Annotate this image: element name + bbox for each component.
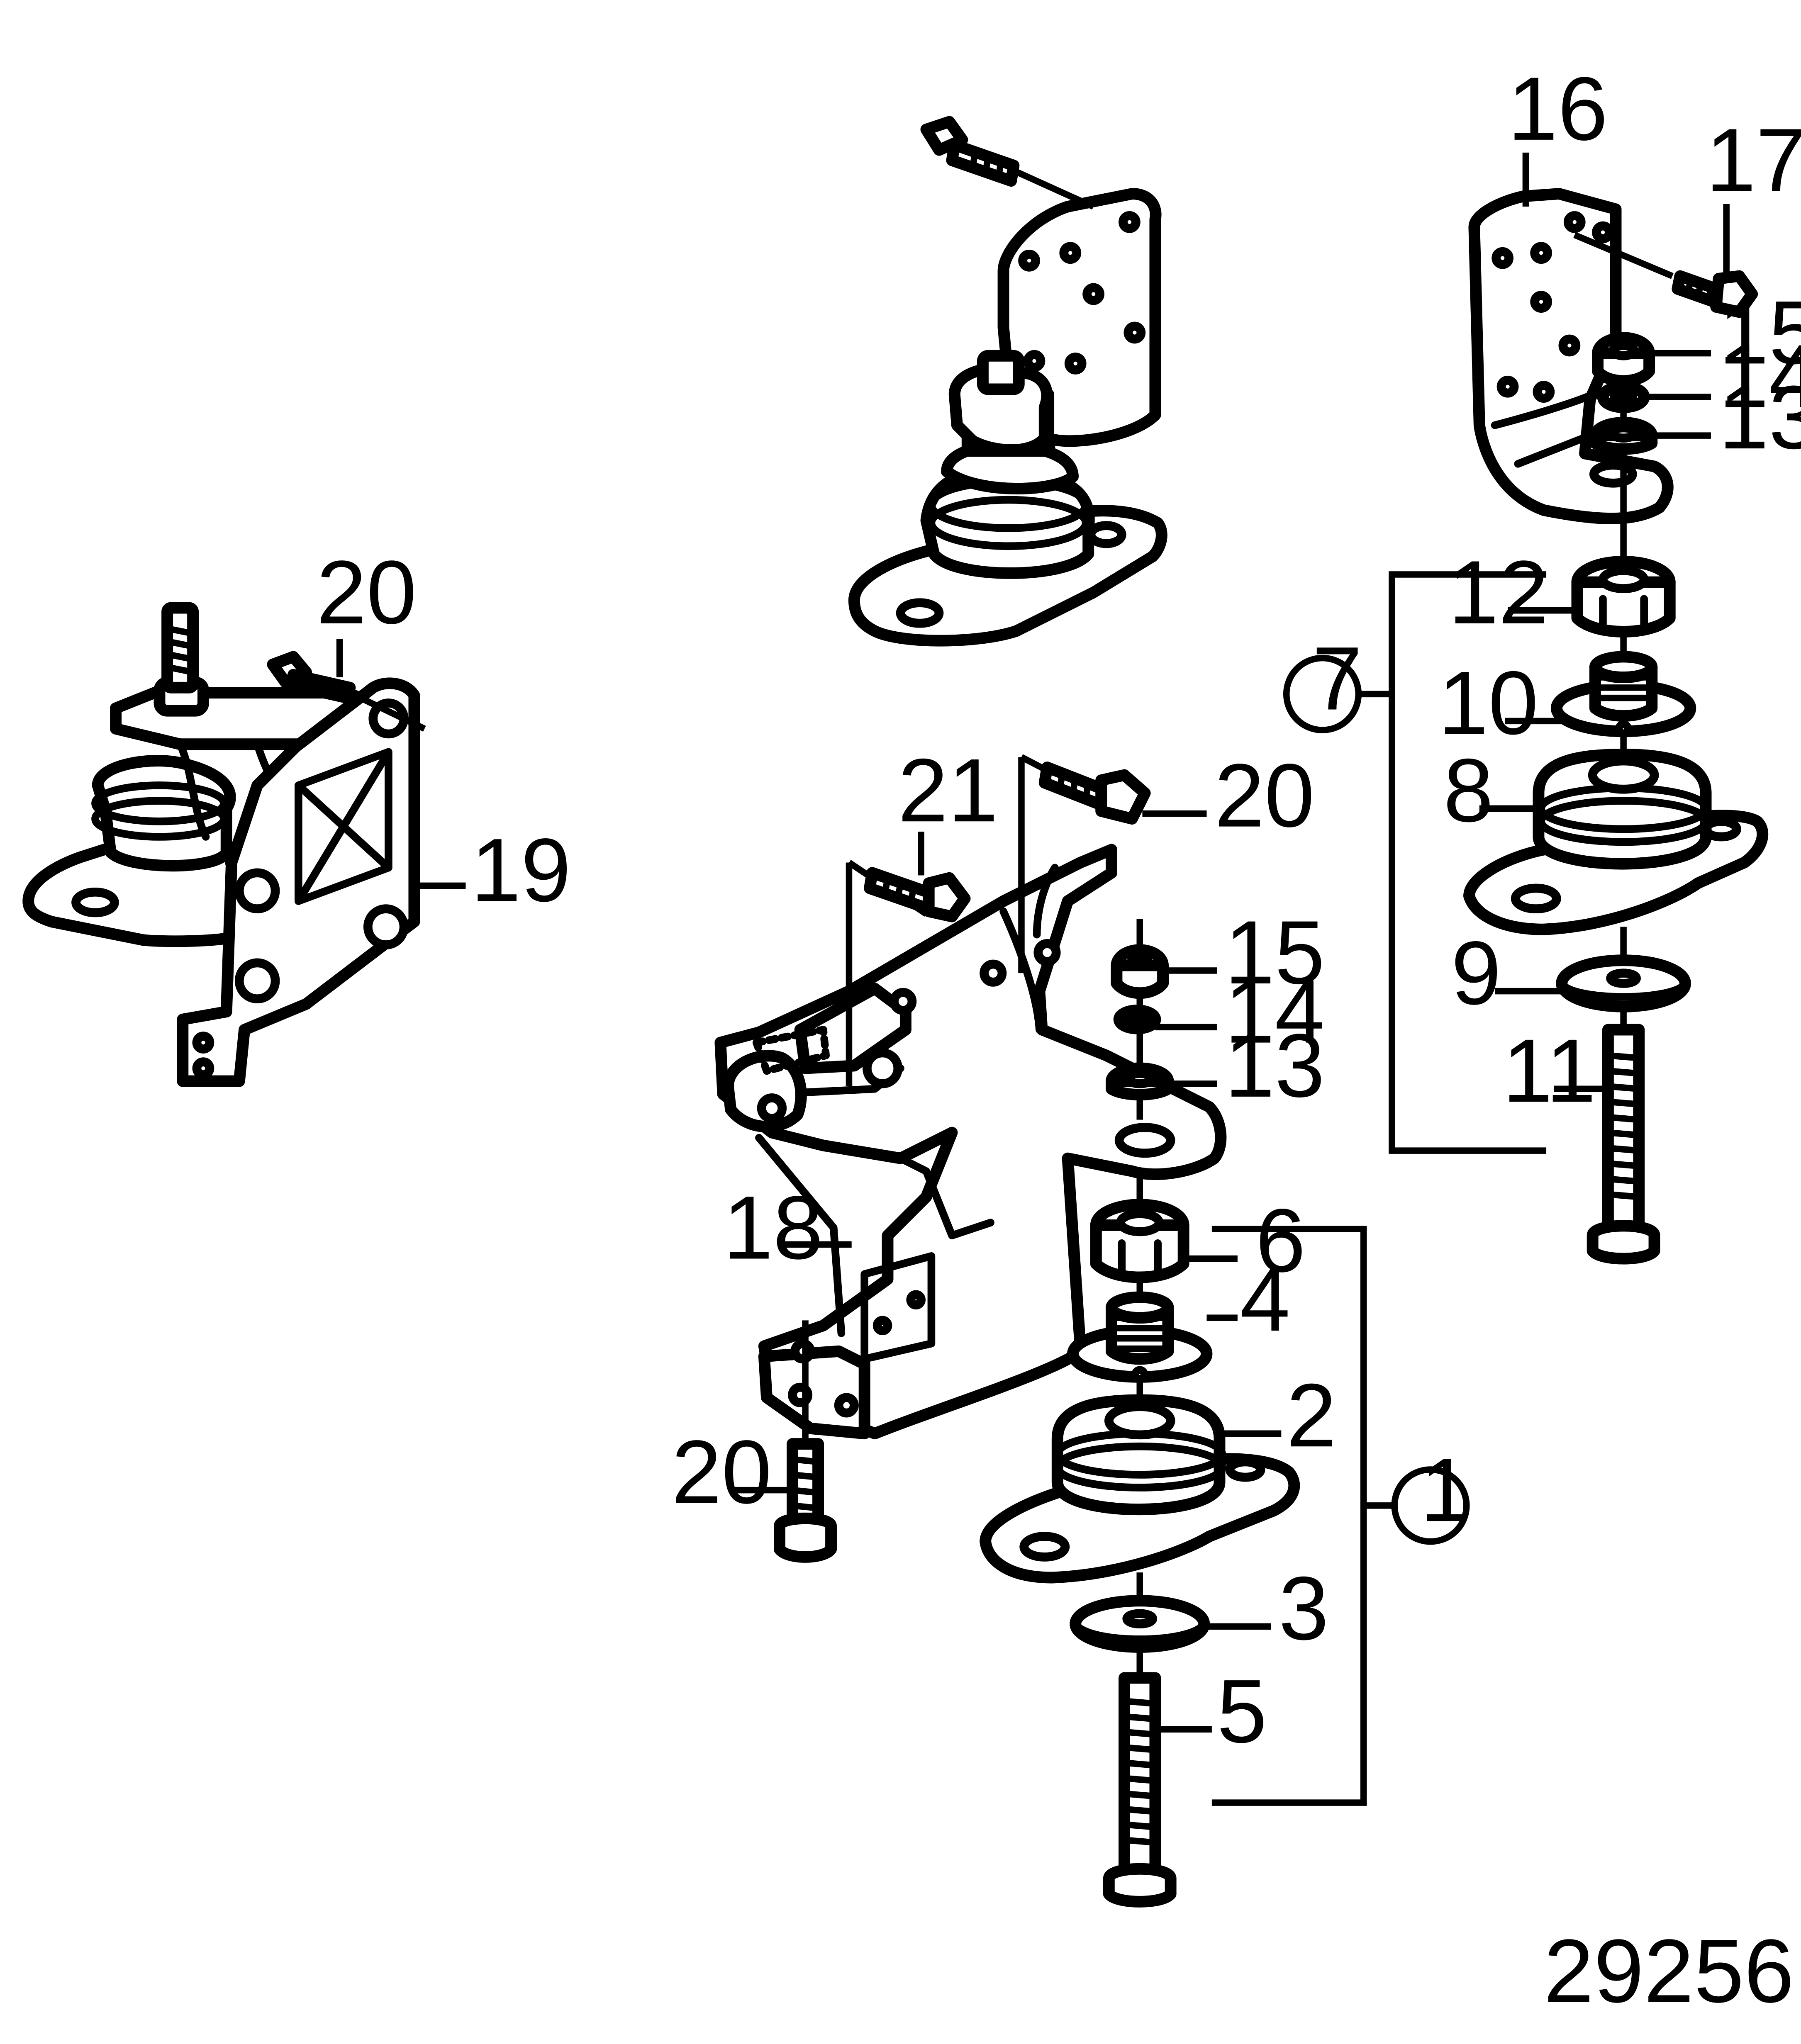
- callout-8: 8: [1443, 740, 1494, 840]
- callout-14-right: 14: [1719, 326, 1801, 426]
- callout-13-centre: 13: [1225, 1015, 1325, 1116]
- callout-15-centre: 15: [1225, 902, 1325, 1003]
- callout-18: 18: [723, 1178, 823, 1278]
- callout-20-left: 20: [317, 542, 417, 642]
- mount-kit-7-parts: [1361, 555, 1769, 1265]
- callout-7: 7: [1312, 628, 1362, 729]
- callout-circle-7: [1283, 655, 1362, 733]
- callout-12: 12: [1448, 542, 1548, 642]
- callout-13-right: 13: [1719, 367, 1801, 467]
- callout-20-centre: 20: [1214, 745, 1314, 846]
- engine-mount-assembly-left: [22, 602, 426, 1087]
- callout-17: 17: [1706, 110, 1801, 210]
- callout-2: 2: [1287, 1365, 1337, 1465]
- callout-16: 16: [1508, 58, 1608, 159]
- mount-kit-1-parts: [980, 1173, 1397, 1908]
- callout-15-right: 15: [1719, 282, 1801, 382]
- bracket-18-assembly: [714, 754, 1227, 1563]
- callout-5: 5: [1217, 1661, 1267, 1761]
- callout-1: 1: [1420, 1440, 1470, 1540]
- callout-10: 10: [1438, 652, 1538, 753]
- drawing-number: 29256: [1544, 1921, 1794, 2021]
- leader-lines: [336, 152, 1730, 1733]
- callout-6: 6: [1255, 1190, 1306, 1291]
- callout-11: 11: [1503, 1020, 1596, 1121]
- callout-3: 3: [1279, 1558, 1329, 1658]
- callout-4: 4: [1240, 1249, 1290, 1350]
- bracket-16-assembly: [1468, 188, 1758, 559]
- engine-mount-assembly-top: [848, 116, 1167, 647]
- callout-14-centre: 14: [1225, 961, 1325, 1062]
- callout-20-lower: 20: [672, 1422, 772, 1522]
- callout-21: 21: [898, 740, 998, 840]
- callout-labels: 16 17 15 14 13 12 7 10 8 9 11 20 19 21 2…: [317, 58, 1801, 1761]
- callout-circle-1: [1391, 1466, 1470, 1545]
- callout-19: 19: [471, 820, 571, 920]
- callout-9: 9: [1451, 923, 1501, 1023]
